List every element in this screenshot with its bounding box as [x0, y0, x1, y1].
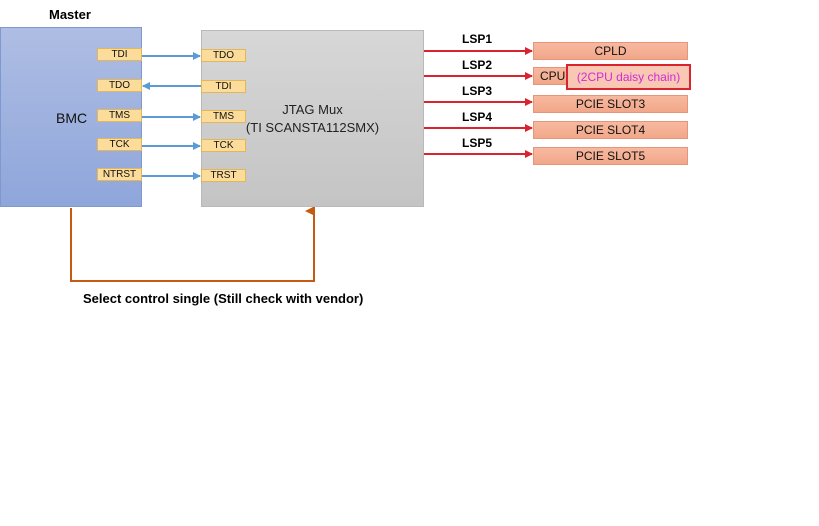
select-control-label: Select control single (Still check with …: [83, 291, 364, 306]
mux-pin-tdo: TDO: [201, 49, 246, 62]
mux-pin-trst: TRST: [201, 169, 246, 182]
target-pcie-slot3: PCIE SLOT3: [533, 95, 688, 113]
cpu-daisy-chain-note: (2CPU daisy chain): [576, 70, 681, 84]
select-control-link: [70, 206, 315, 282]
lsp3-label: LSP3: [462, 84, 493, 98]
mux-pin-tck: TCK: [201, 139, 246, 152]
target-pcie-slot5: PCIE SLOT5: [533, 147, 688, 165]
master-label: Master: [49, 7, 91, 22]
bmc-pin-ntrst: NTRST: [97, 168, 142, 181]
bmc-label: BMC: [56, 110, 88, 126]
mux-pin-tms: TMS: [201, 110, 246, 123]
bmc-pin-tms: TMS: [97, 109, 142, 122]
bmc-pin-tck: TCK: [97, 138, 142, 151]
jtag-mux-label: JTAG Mux (TI SCANSTA112SMX): [201, 101, 424, 137]
bmc-pin-tdo: TDO: [97, 79, 142, 92]
jtag-mux-part: (TI SCANSTA112SMX): [245, 120, 380, 135]
mux-pin-tdi: TDI: [201, 80, 246, 93]
lsp1-label: LSP1: [462, 32, 493, 46]
jtag-mux-title: JTAG Mux: [282, 102, 343, 117]
lsp5-label: LSP5: [462, 136, 493, 150]
bmc-pin-tdi: TDI: [97, 48, 142, 61]
lsp4-label: LSP4: [462, 110, 493, 124]
cpu-daisy-chain-callout: (2CPU daisy chain): [566, 64, 691, 90]
target-cpld: CPLD: [533, 42, 688, 60]
lsp2-label: LSP2: [462, 58, 493, 72]
target-pcie-slot4: PCIE SLOT4: [533, 121, 688, 139]
